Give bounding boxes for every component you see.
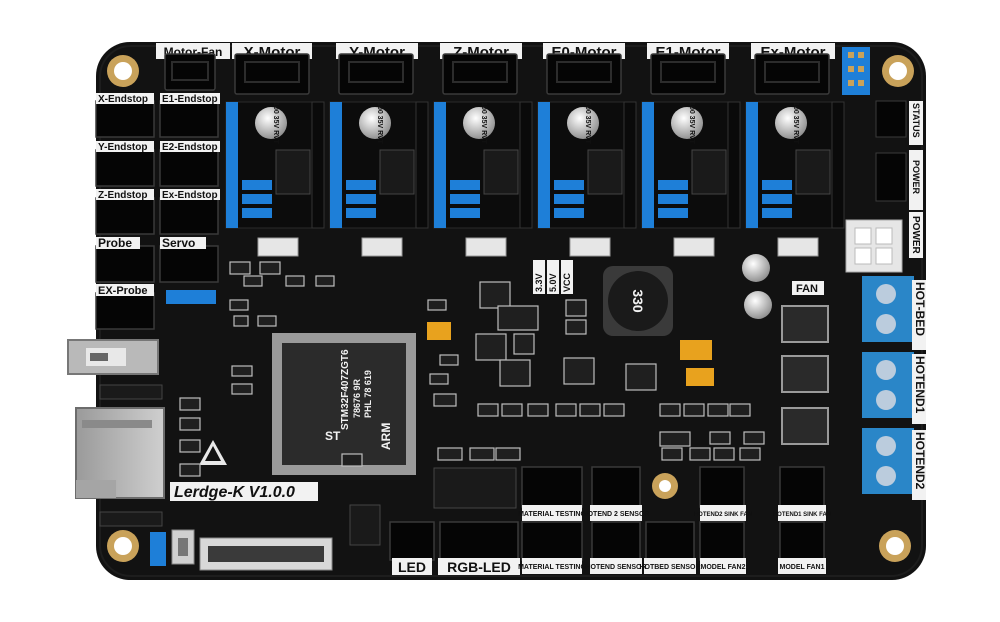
rail-vcc: VCC [562,272,572,292]
driver-capacitor [463,107,495,139]
capacitor-marking: 100 35V RVT [584,102,591,145]
label-material-testing-2: MATERIAL TESTING [518,564,586,571]
motor-connectors [164,53,830,95]
driver-capacitor [671,107,703,139]
label-hotend1-sink-fan: HOTEND1 SINK FAN [773,512,831,518]
label-hot-bed: HOT-BED [913,282,927,336]
usb-port [67,339,159,375]
left-connectors [95,100,219,330]
reset-button [171,529,195,565]
label-probe: Probe [98,236,132,250]
label-ex-endstop: Ex-Endstop [162,190,218,201]
bottom-row1-labels: MATERIAL TESTING HOTEND 2 SENSOR HOTEND2… [518,505,831,521]
rail-labels: 3.3V 5.0V VCC [533,260,573,294]
capacitor-marking: 100 35V RVT [480,102,487,145]
smd-components [179,261,765,477]
label-rgb-led: RGB-LED [447,559,511,575]
stepper-driver-sockets: 100 35V RVT 100 35V RVT 100 35V RVT 100 35V… [225,101,845,229]
blue-jumper-header [842,47,870,95]
bottom-row2-labels: LED RGB-LED MATERIAL TESTING HOTEND SENS… [392,558,826,575]
inductor-marking: 330 [630,289,646,313]
label-e2-endstop: E2-Endstop [162,142,218,153]
driver-socket-1: 100 35V RVT [225,101,325,229]
label-z-endstop: Z-Endstop [98,190,147,201]
label-hotend2-sensor: HOTEND 2 SENSOR [583,511,650,518]
motor-wire-headers [257,237,819,257]
rail-5v: 5.0V [548,273,558,292]
right-headers: STATUS POWER POWER [875,100,923,258]
label-power-in: POWER [910,216,921,255]
arm-logo: ARM [379,423,393,450]
driver-socket-5: 100 35V RVT [641,101,741,229]
label-model-fan2: MODEL FAN2 [701,564,746,571]
left-labels: X-Endstop E1-Endstop Y-Endstop E2-Endsto… [98,94,218,297]
driver-capacitor [255,107,287,139]
label-model-fan1: MODEL FAN1 [780,564,825,571]
blue-jumper-bottom [150,532,166,566]
label-hotend2-sink-fan: HOTEND2 SINK FAN [694,512,752,518]
driver-socket-6: 100 35V RVT [745,101,845,229]
driver-capacitor [567,107,599,139]
bottom-row2-connectors [389,521,825,561]
driver-capacitor [359,107,391,139]
driver-socket-4: 100 35V RVT [537,101,637,229]
label-hotend-sensor: HOTEND SENSOR [585,564,646,571]
sd-card-slot [75,407,165,499]
power-inductor: 330 [603,266,673,336]
rail-3v3: 3.3V [534,273,544,292]
fan-label: FAN [796,283,818,295]
bottom-row1-connectors [521,466,825,508]
power-input-connector [845,219,903,273]
mcu-marking-3: PHL 78 619 [363,370,373,418]
left-label-boxes [96,93,220,296]
esd-warning-logo [199,440,227,465]
capacitor-marking: 100 35V RVT [272,102,279,145]
label-hotbed-sensor: HOTBED SENSOR [639,564,700,571]
mosfets [781,305,829,445]
mounting-holes [107,55,914,562]
mcu-chip: STM32F407ZGT6 78676 9R PHL 78 619 ARM ST [272,333,416,475]
label-power: POWER [911,160,921,195]
label-ex-probe: EX-Probe [98,285,148,297]
label-status: STATUS [911,103,921,138]
label-y-endstop: Y-Endstop [98,142,147,153]
board-model-label: Lerdge-K V1.0.0 [174,484,295,501]
capacitor-marking: 100 35V RVT [688,102,695,145]
screw-terminals [862,276,914,494]
label-hotend1: HOTEND1 [913,356,927,414]
st-logo: ST [325,429,341,443]
mcu-marking-2: 78676 9R [352,378,362,418]
label-e1-endstop: E1-Endstop [162,94,218,105]
driver-capacitor [775,107,807,139]
label-led: LED [398,559,426,575]
capacitor-marking: 100 35V RVT [792,102,799,145]
driver-socket-2: 100 35V RVT [329,101,429,229]
electrolytic-capacitors [742,254,772,319]
mcu-marking: STM32F407ZGT6 [340,349,351,430]
fpc-connector [199,537,333,571]
capacitor-marking: 100 35V RVT [376,102,383,145]
terminal-labels: HOT-BED HOTEND1 HOTEND2 [912,280,927,500]
label-x-endstop: X-Endstop [98,94,148,105]
driver-socket-3: 100 35V RVT [433,101,533,229]
label-servo: Servo [162,236,195,250]
blue-jumper-left [166,290,216,304]
label-material-testing-1: MATERIAL TESTING [518,511,586,518]
label-hotend2: HOTEND2 [913,432,927,490]
